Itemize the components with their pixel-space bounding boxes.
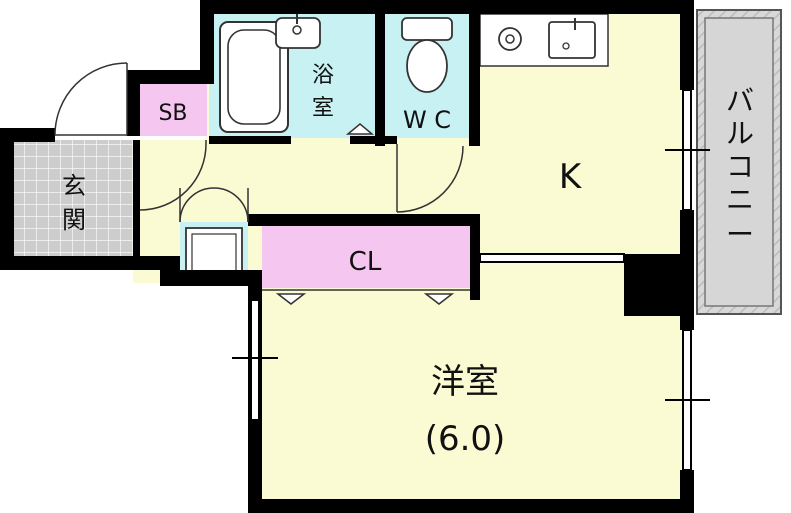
balcony-char-1: ル [726,117,754,150]
kitchen-sink-icon [548,21,596,59]
balcony-char-2: コ [726,150,754,183]
windows [232,89,710,471]
entrance-label-1: 玄 [62,172,86,200]
balcony-char-0: バ [726,84,754,117]
shoe-box [140,84,207,136]
closet-room [262,226,470,288]
toilet-tank-icon [401,17,453,41]
walls [0,0,694,513]
doors [54,62,464,223]
wc-label: W C [403,106,451,134]
balcony-char-3: ニ [726,183,754,216]
balcony-char-4: ー [726,218,754,251]
western-room-size: (6.0) [425,419,506,459]
bath-label-2: 室 [312,96,334,121]
stove-icon [498,27,522,51]
bath-label-1: 浴 [312,63,334,88]
entrance-area [14,140,133,256]
closet-label: CL [349,247,382,277]
entrance-label-2: 関 [62,206,86,234]
shoe-box-label: SB [158,101,187,126]
western-room-label: 洋室 [431,362,499,402]
kitchen-label: K [559,157,583,197]
toilet-icon [406,39,448,93]
